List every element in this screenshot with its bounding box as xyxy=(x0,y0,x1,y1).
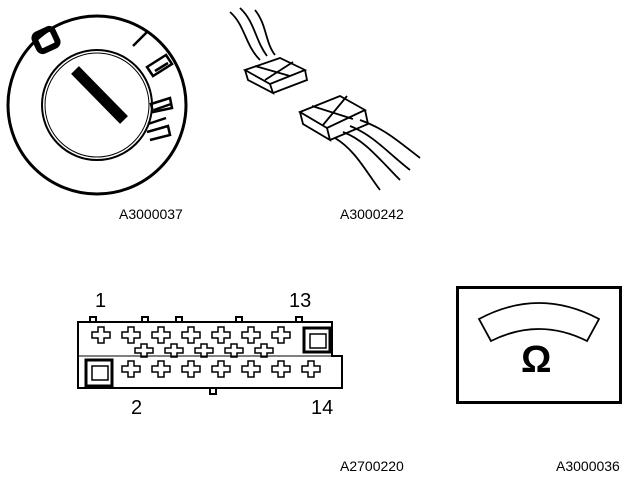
caption-ohmmeter: A3000036 xyxy=(556,458,620,474)
ohm-symbol: Ω xyxy=(521,339,552,381)
caption-pin-connector: A2700220 xyxy=(340,458,404,474)
ignition-switch-drawing xyxy=(6,14,188,196)
pin-label-14: 14 xyxy=(311,397,334,419)
pin-label-13: 13 xyxy=(289,290,312,312)
connector-plug-drawing xyxy=(229,7,421,191)
ohmmeter-drawing: Ω xyxy=(456,286,622,404)
pin-label-2: 2 xyxy=(131,397,143,419)
pin-label-1: 1 xyxy=(95,290,107,312)
caption-ignition-switch: A3000037 xyxy=(119,206,183,222)
pin-connector-drawing xyxy=(77,316,343,395)
caption-connector-plug: A3000242 xyxy=(340,206,404,222)
